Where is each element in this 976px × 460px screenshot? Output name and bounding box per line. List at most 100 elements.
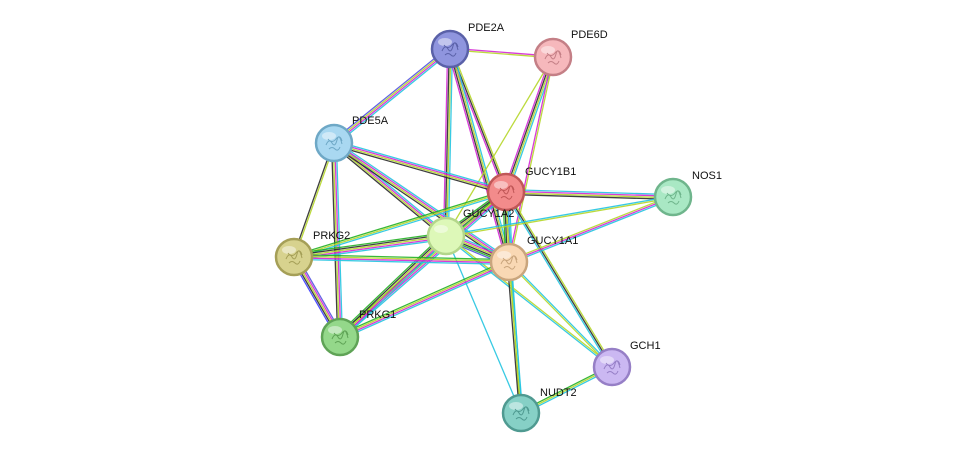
edge-pde2a-gucy1b1[interactable] bbox=[447, 48, 509, 193]
node-label: PDE6D bbox=[571, 29, 608, 41]
edge-line-textmining bbox=[339, 235, 447, 338]
node-prkg1[interactable]: PRKG1 bbox=[320, 309, 396, 357]
edge-line-experiment bbox=[508, 196, 674, 263]
edge-line-database bbox=[294, 192, 507, 260]
node-circle[interactable] bbox=[320, 317, 360, 357]
node-circle[interactable] bbox=[486, 172, 526, 212]
edge-line-experiment bbox=[447, 49, 508, 263]
edge-line-textmining bbox=[294, 143, 336, 258]
edge-line-textmining bbox=[506, 57, 555, 193]
edge-gucy1a2-prkg1[interactable] bbox=[337, 233, 449, 340]
edge-pde2a-gucy1a2[interactable] bbox=[442, 48, 454, 237]
edge-gucy1a1-gch1[interactable] bbox=[507, 260, 614, 369]
node-pde2a[interactable]: PDE2A bbox=[430, 22, 505, 69]
edge-pde2a-pde5a[interactable] bbox=[332, 46, 452, 146]
edge-line-database bbox=[447, 49, 454, 237]
edge-line-database bbox=[334, 140, 511, 261]
edge-line-experiment bbox=[334, 141, 507, 192]
edge-line-experiment bbox=[293, 257, 509, 264]
edge-line-neighborhood bbox=[338, 259, 509, 336]
node-gucy1a2[interactable]: GUCY1A2 bbox=[426, 208, 514, 256]
edge-pde5a-prkg1[interactable] bbox=[330, 142, 344, 338]
edge-gucy1a2-nudt2[interactable] bbox=[445, 235, 522, 414]
protein-structure-icon bbox=[441, 42, 459, 57]
edge-gucy1b1-nos1[interactable] bbox=[505, 188, 674, 201]
edge-gucy1a1-nudt2[interactable] bbox=[506, 261, 524, 414]
node-gucy1a1[interactable]: GUCY1A1 bbox=[489, 235, 578, 282]
edge-line-textmining bbox=[333, 143, 506, 194]
node-highlight bbox=[494, 181, 508, 189]
edge-line-experiment bbox=[442, 48, 449, 236]
edge-line-database bbox=[335, 140, 448, 235]
node-nos1[interactable]: NOS1 bbox=[653, 170, 722, 217]
edge-line-database bbox=[506, 188, 674, 196]
edge-line-textmining bbox=[446, 197, 674, 238]
edge-nos1-gucy1a1[interactable] bbox=[508, 194, 674, 265]
edge-line-experiment bbox=[334, 141, 510, 262]
edge-line-database bbox=[509, 261, 524, 413]
edge-line-database bbox=[509, 197, 674, 265]
edge-pde6d-gucy1a1[interactable] bbox=[507, 56, 555, 263]
edge-gucy1b1-prkg1[interactable] bbox=[337, 189, 509, 340]
edge-line-coexpression bbox=[506, 262, 521, 414]
edge-gucy1a1-prkg1[interactable] bbox=[338, 259, 511, 340]
edge-gucy1a2-prkg2[interactable] bbox=[293, 232, 447, 261]
edge-line-database bbox=[445, 235, 522, 414]
edge-pde5a-gucy1b1[interactable] bbox=[333, 140, 507, 195]
edge-line-coexpression bbox=[332, 144, 445, 239]
edge-line-textmining bbox=[293, 235, 447, 258]
edge-line-experiment bbox=[340, 192, 507, 339]
node-highlight bbox=[282, 246, 296, 254]
node-circle[interactable] bbox=[274, 237, 314, 277]
edge-line-textmining bbox=[508, 194, 673, 262]
edge-pde5a-gucy1a1[interactable] bbox=[332, 140, 511, 265]
edge-pde5a-gucy1a2[interactable] bbox=[332, 140, 448, 239]
edge-line-coexpression bbox=[330, 143, 339, 338]
node-highlight bbox=[434, 225, 448, 233]
edge-line-textmining bbox=[506, 190, 614, 367]
node-label: PDE5A bbox=[352, 115, 389, 127]
node-nudt2[interactable]: NUDT2 bbox=[501, 387, 577, 433]
node-circle[interactable] bbox=[430, 29, 470, 69]
node-gch1[interactable]: GCH1 bbox=[592, 340, 661, 387]
node-label: PDE2A bbox=[468, 22, 505, 34]
node-circle[interactable] bbox=[489, 242, 529, 282]
edge-pde6d-gucy1b1[interactable] bbox=[503, 55, 556, 194]
edge-line-neighborhood bbox=[337, 233, 445, 336]
node-circle[interactable] bbox=[314, 123, 354, 163]
edge-gucy1b1-prkg2[interactable] bbox=[293, 189, 507, 260]
edge-line-textmining bbox=[509, 57, 555, 263]
edge-line-coexpression bbox=[293, 233, 446, 257]
edge-line-textmining bbox=[294, 255, 510, 262]
node-label: GUCY1A2 bbox=[463, 208, 514, 220]
node-circle[interactable] bbox=[592, 347, 632, 387]
edge-line-database bbox=[341, 193, 509, 340]
edge-line-textmining bbox=[333, 47, 450, 143]
edge-line-coexpression bbox=[338, 234, 446, 337]
protein-structure-icon bbox=[512, 406, 530, 421]
protein-structure-icon bbox=[325, 136, 343, 151]
edge-line-textmining bbox=[333, 143, 509, 264]
edge-nos1-gucy1a2[interactable] bbox=[445, 195, 674, 238]
node-pde6d[interactable]: PDE6D bbox=[533, 29, 608, 77]
edge-line-homology bbox=[332, 46, 449, 142]
node-circle[interactable] bbox=[533, 37, 573, 77]
node-highlight bbox=[328, 326, 342, 334]
node-pde5a[interactable]: PDE5A bbox=[314, 115, 389, 163]
node-highlight bbox=[438, 38, 452, 46]
edge-line-coexpression bbox=[505, 191, 613, 368]
edge-line-database bbox=[341, 237, 449, 340]
edge-gucy1a1-prkg2[interactable] bbox=[293, 253, 510, 266]
edge-line-textmining bbox=[446, 234, 613, 367]
node-circle[interactable] bbox=[426, 216, 466, 256]
node-prkg2[interactable]: PRKG2 bbox=[274, 230, 350, 277]
edge-line-coexpression bbox=[504, 56, 553, 192]
edge-line-database bbox=[335, 142, 344, 337]
node-circle[interactable] bbox=[653, 177, 693, 217]
node-circle[interactable] bbox=[501, 393, 541, 433]
edge-line-textmining bbox=[339, 190, 506, 337]
node-gucy1b1[interactable]: GUCY1B1 bbox=[486, 166, 576, 212]
edge-pde5a-prkg2[interactable] bbox=[292, 142, 336, 258]
node-label: GUCY1B1 bbox=[525, 166, 576, 178]
node-label: NOS1 bbox=[692, 170, 722, 182]
